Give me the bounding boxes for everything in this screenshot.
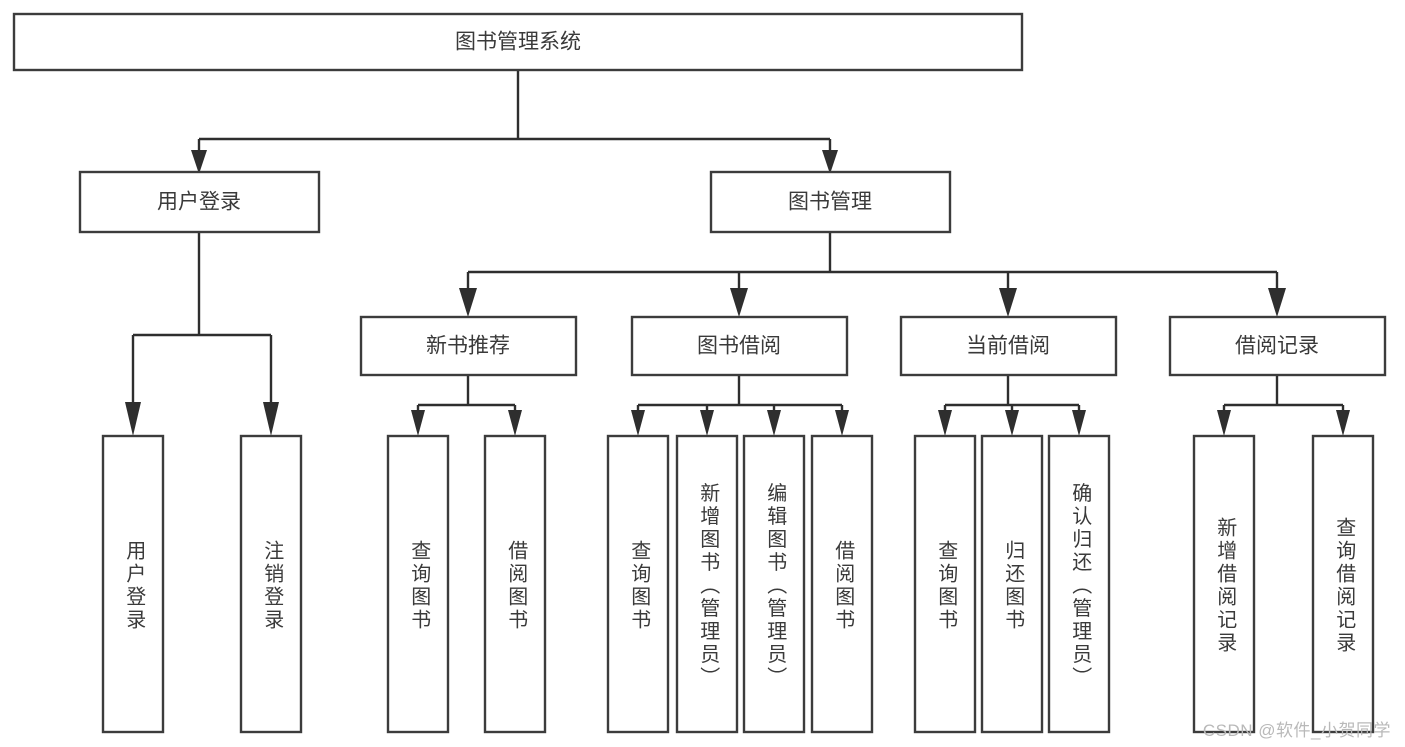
node-user-login-label: 用户登录 [157,191,241,214]
arrowhead-currentborrow-l1 [938,410,952,436]
node-borrow-records-box[interactable] [1168,315,1387,377]
node-new-book-recommend-box[interactable] [359,315,578,377]
watermark: CSDN @软件_小贺同学 [1202,721,1391,740]
leaf-bookborrow-edit-label: 编辑图书（管理员） [764,482,787,689]
leaf-borrowrec-add-box[interactable] [1192,434,1256,734]
arrowhead-borrowrec-l1 [1217,410,1231,436]
node-new-book-recommend-label: 新书推荐 [426,335,510,358]
node-current-borrow-label: 当前借阅 [966,335,1050,358]
leaf-user-login-box[interactable] [101,434,165,734]
connector-group-borrow-records [1217,375,1350,436]
node-borrow-records[interactable]: 借阅记录 [1168,315,1387,377]
leaf-borrowrec-query-label: 查询借阅记录 [1333,517,1356,655]
leaf-bookborrow-add-box[interactable] [675,434,739,734]
leaf-logout-box[interactable] [239,434,303,734]
node-new-book-recommend[interactable]: 新书推荐 [359,315,578,377]
leaf-bookborrow-add-label: 新增图书（管理员） [697,482,720,689]
arrowhead-newbook-l2 [508,410,522,436]
node-book-borrow[interactable]: 图书借阅 [630,315,849,377]
connector-group-current-borrow [938,375,1086,436]
leaf-node[interactable]: 借阅图书 [483,434,547,734]
leaf-node[interactable]: 查询借阅记录 [1311,434,1375,734]
leaf-node[interactable]: 查询图书 [913,434,977,734]
leaf-node[interactable]: 注销登录 [239,434,303,734]
leaf-node[interactable]: 查询图书 [606,434,670,734]
leaf-node[interactable]: 确认归还（管理员） [1047,434,1111,734]
node-book-borrow-label: 图书借阅 [697,335,781,358]
node-root-label: 图书管理系统 [455,31,581,54]
arrowhead-root-to-bookmgmt [822,150,838,174]
leaf-currentborrow-query-label: 查询图书 [935,540,958,632]
connector-group-user-login [125,232,279,436]
leaf-newbook-query-label: 查询图书 [408,540,431,632]
leaf-node[interactable]: 新增图书（管理员） [675,434,739,734]
leaf-newbook-query-box[interactable] [386,434,450,734]
arrowhead-root-to-login [191,150,207,174]
leaf-user-login-label: 用户登录 [123,540,146,632]
arrowhead-borrowrec-l2 [1336,410,1350,436]
leaf-borrowrec-add-label: 新增借阅记录 [1214,517,1237,655]
node-borrow-records-label: 借阅记录 [1235,335,1319,358]
node-root-box[interactable] [12,12,1024,72]
leaf-bookborrow-borrow-box[interactable] [810,434,874,734]
node-book-borrow-box[interactable] [630,315,849,377]
node-book-management-box[interactable] [709,170,952,234]
node-current-borrow-box[interactable] [899,315,1118,377]
leaf-currentborrow-confirm-box[interactable] [1047,434,1111,734]
connector-group-book-borrow [631,375,849,436]
leaf-currentborrow-confirm-label: 确认归还（管理员） [1069,482,1092,689]
node-user-login[interactable]: 用户登录 [78,170,321,234]
leaf-newbook-borrow-label: 借阅图书 [505,540,528,632]
leaf-node[interactable]: 查询图书 [386,434,450,734]
leaf-currentborrow-return-box[interactable] [980,434,1044,734]
node-user-login-box[interactable] [78,170,321,234]
leaf-bookborrow-edit-box[interactable] [742,434,806,734]
arrowhead-newbook-l1 [411,410,425,436]
leaf-currentborrow-return-label: 归还图书 [1002,540,1025,632]
leaf-bookborrow-query-box[interactable] [606,434,670,734]
leaf-node[interactable]: 归还图书 [980,434,1044,734]
arrowhead-login-leaf1 [125,402,141,436]
leaf-node[interactable]: 编辑图书（管理员） [742,434,806,734]
connector-group-book-management [459,232,1286,317]
connector-group-root [191,70,838,174]
arrowhead-bookborrow-l4 [835,410,849,436]
leaf-currentborrow-query-box[interactable] [913,434,977,734]
connector-group-new-book [411,375,522,436]
leaf-logout-label: 注销登录 [261,540,284,632]
arrowhead-bookborrow-l1 [631,410,645,436]
leaf-bookborrow-borrow-label: 借阅图书 [832,540,855,632]
leaf-borrowrec-query-box[interactable] [1311,434,1375,734]
leaf-node[interactable]: 新增借阅记录 [1192,434,1256,734]
node-root[interactable]: 图书管理系统 [12,12,1024,72]
node-current-borrow[interactable]: 当前借阅 [899,315,1118,377]
leaf-bookborrow-query-label: 查询图书 [628,540,651,632]
leaf-node[interactable]: 用户登录 [101,434,165,734]
arrowhead-bookmgmt-c4 [1268,288,1286,317]
arrowhead-bookborrow-l3 [767,410,781,436]
arrowhead-bookmgmt-c3 [999,288,1017,317]
leaf-newbook-borrow-box[interactable] [483,434,547,734]
arrowhead-bookborrow-l2 [700,410,714,436]
arrowhead-login-leaf2 [263,402,279,436]
arrowhead-bookmgmt-c2 [730,288,748,317]
arrowhead-currentborrow-l3 [1072,410,1086,436]
arrowhead-currentborrow-l2 [1005,410,1019,436]
arrowhead-bookmgmt-c1 [459,288,477,317]
node-book-management-label: 图书管理 [788,191,872,214]
leaf-node[interactable]: 借阅图书 [810,434,874,734]
node-book-management[interactable]: 图书管理 [709,170,952,234]
